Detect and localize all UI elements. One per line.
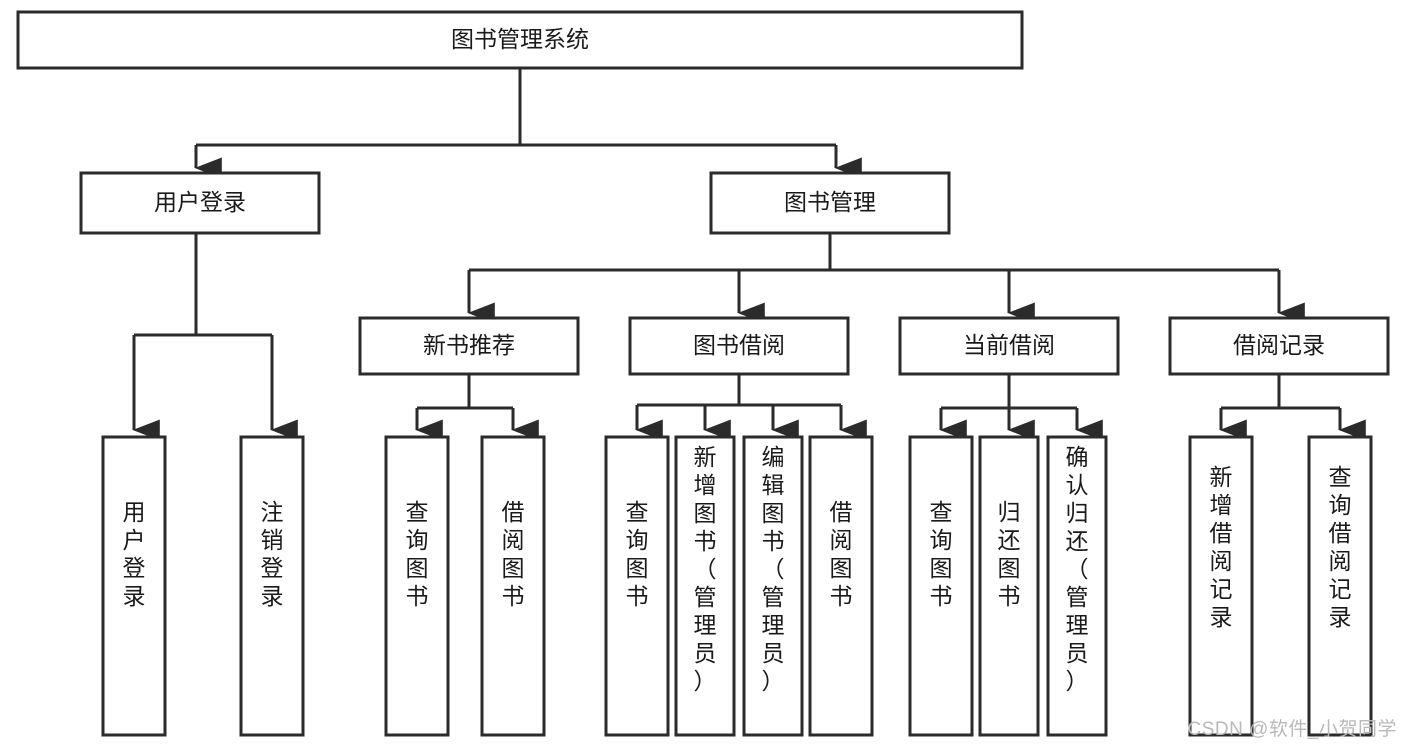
leaf-node-borrow-book-2[interactable]: 借阅图书 <box>808 435 874 737</box>
leaf-query-book-2-label: 查询图书 <box>626 499 649 609</box>
leaf-logout-box[interactable] <box>239 435 305 737</box>
leaf-add-book-label: 新增图书（管理员） <box>694 444 717 694</box>
leaf-node-query-book-2[interactable]: 查询图书 <box>604 435 670 737</box>
leaf-query-book-1-label: 查询图书 <box>406 499 429 609</box>
node-book-manage-label: 图书管理 <box>784 189 876 215</box>
node-book-manage[interactable]: 图书管理 <box>709 171 951 235</box>
node-user-login-box[interactable] <box>79 171 321 235</box>
leaf-logout-label: 注销登录 <box>261 499 284 609</box>
node-book-manage-box[interactable] <box>709 171 951 235</box>
csdn-watermark: CSDN @软件_小贺同学 <box>1187 719 1397 740</box>
leaf-node-query-book-3[interactable]: 查询图书 <box>908 435 974 737</box>
node-user-login-label: 用户登录 <box>154 189 246 215</box>
leaf-return-book-label: 归还图书 <box>998 499 1021 609</box>
leaf-edit-book-box[interactable] <box>742 435 804 737</box>
leaf-node-logout[interactable]: 注销登录 <box>239 435 305 737</box>
leaf-confirm-return-box[interactable] <box>1046 435 1108 737</box>
leaf-node-query-record[interactable]: 查询借阅记录 <box>1307 435 1373 737</box>
leaf-node-add-record[interactable]: 新增借阅记录 <box>1188 435 1254 737</box>
leaf-edit-book-label: 编辑图书（管理员） <box>762 444 785 694</box>
leaf-node-edit-book[interactable]: 编辑图书（管理员） <box>742 435 804 737</box>
leaf-query-book-2-box[interactable] <box>604 435 670 737</box>
node-current-borrow[interactable]: 当前借阅 <box>898 316 1120 376</box>
leaf-query-book-3-label: 查询图书 <box>930 499 953 609</box>
node-current-borrow-box[interactable] <box>898 316 1120 376</box>
leaf-user-login-label: 用户登录 <box>123 499 146 609</box>
node-book-borrow[interactable]: 图书借阅 <box>628 316 850 376</box>
leaf-query-book-3-box[interactable] <box>908 435 974 737</box>
edges-layer <box>132 68 1366 441</box>
leaf-node-borrow-book-1[interactable]: 借阅图书 <box>480 435 546 737</box>
leaf-query-record-label: 查询借阅记录 <box>1329 464 1352 630</box>
node-current-borrow-label: 当前借阅 <box>963 332 1055 358</box>
node-borrow-record-label: 借阅记录 <box>1233 332 1325 358</box>
leaf-borrow-book-1-box[interactable] <box>480 435 546 737</box>
leaf-return-book-box[interactable] <box>978 435 1040 737</box>
node-new-book-recommend-box[interactable] <box>358 316 580 376</box>
leaf-borrow-book-1-label: 借阅图书 <box>502 499 525 609</box>
node-user-login[interactable]: 用户登录 <box>79 171 321 235</box>
node-root-box[interactable] <box>16 10 1024 70</box>
leaf-node-query-book-1[interactable]: 查询图书 <box>384 435 450 737</box>
leaf-borrow-book-2-label: 借阅图书 <box>830 499 853 609</box>
node-borrow-record[interactable]: 借阅记录 <box>1168 316 1390 376</box>
node-borrow-record-box[interactable] <box>1168 316 1390 376</box>
leaf-query-record-box[interactable] <box>1307 435 1373 737</box>
leaf-add-book-box[interactable] <box>674 435 736 737</box>
node-book-borrow-box[interactable] <box>628 316 850 376</box>
node-new-book-recommend-label: 新书推荐 <box>423 332 515 358</box>
leaf-borrow-book-2-box[interactable] <box>808 435 874 737</box>
leaf-user-login-box[interactable] <box>101 435 167 737</box>
leaf-node-add-book[interactable]: 新增图书（管理员） <box>674 435 736 737</box>
node-new-book-recommend[interactable]: 新书推荐 <box>358 316 580 376</box>
node-book-borrow-label: 图书借阅 <box>693 332 785 358</box>
node-root[interactable]: 图书管理系统 <box>16 10 1024 70</box>
leaf-add-record-box[interactable] <box>1188 435 1254 737</box>
leaf-query-book-1-box[interactable] <box>384 435 450 737</box>
leaf-node-user-login[interactable]: 用户登录 <box>101 435 167 737</box>
node-root-label: 图书管理系统 <box>451 26 589 52</box>
leaf-node-return-book[interactable]: 归还图书 <box>978 435 1040 737</box>
leaf-confirm-return-label: 确认归还（管理员） <box>1066 444 1089 694</box>
leaf-add-record-label: 新增借阅记录 <box>1210 464 1233 630</box>
leaf-node-confirm-return[interactable]: 确认归还（管理员） <box>1046 435 1108 737</box>
